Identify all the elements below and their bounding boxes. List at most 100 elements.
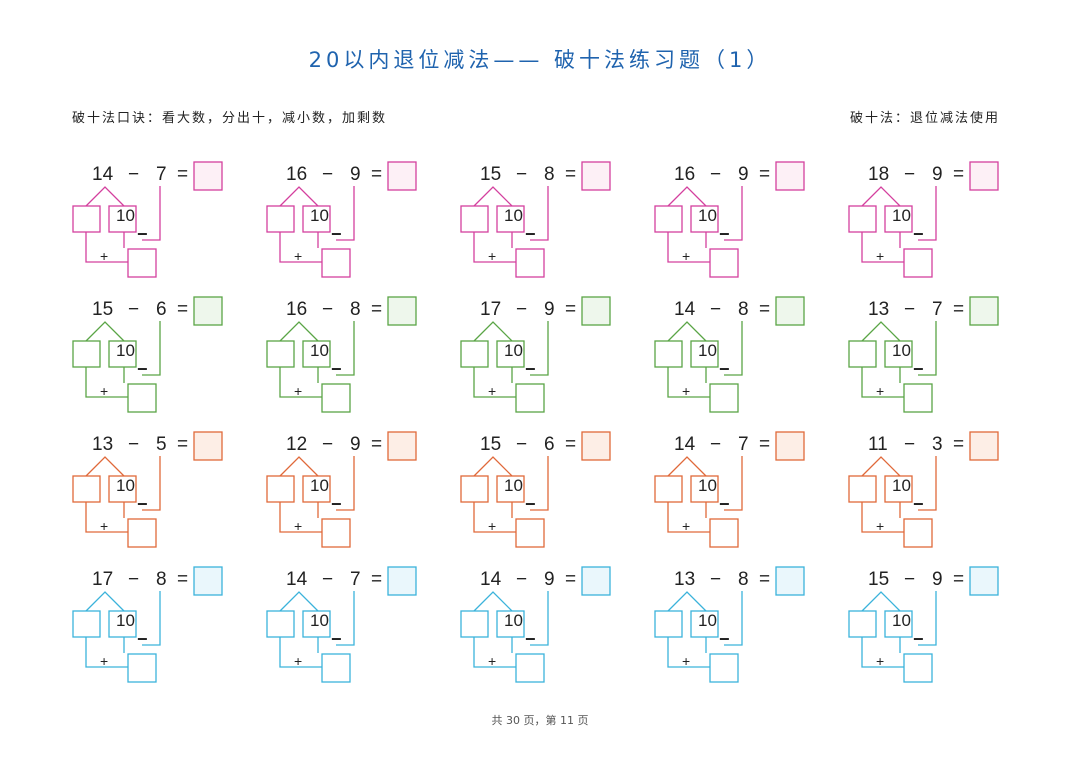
subtract-line xyxy=(530,321,549,376)
subtract-mark: − xyxy=(913,494,924,514)
intermediate-answer-box[interactable] xyxy=(709,383,739,413)
subtract-line xyxy=(142,321,161,376)
answer-box[interactable] xyxy=(387,431,417,461)
subtract-mark: − xyxy=(525,359,536,379)
ones-answer-box[interactable] xyxy=(72,475,101,503)
answer-box[interactable] xyxy=(387,566,417,596)
intermediate-answer-box[interactable] xyxy=(127,653,157,683)
subtract-mark: − xyxy=(719,629,730,649)
answer-box[interactable] xyxy=(775,161,805,191)
problem: 14−7=10+− xyxy=(266,565,426,690)
decomposition-diagram xyxy=(848,566,999,683)
ones-answer-box[interactable] xyxy=(654,610,683,638)
ones-answer-box[interactable] xyxy=(848,205,877,233)
intermediate-answer-box[interactable] xyxy=(127,518,157,548)
subtrahend: 5 xyxy=(156,434,167,455)
answer-box[interactable] xyxy=(387,296,417,326)
add-line xyxy=(667,367,710,398)
ones-answer-box[interactable] xyxy=(460,475,489,503)
intermediate-answer-box[interactable] xyxy=(515,248,545,278)
ones-answer-box[interactable] xyxy=(266,205,295,233)
intermediate-answer-box[interactable] xyxy=(903,653,933,683)
intermediate-answer-box[interactable] xyxy=(903,518,933,548)
ones-answer-box[interactable] xyxy=(460,205,489,233)
minuend: 15 xyxy=(92,299,114,320)
problem: 13−7=10+− xyxy=(848,295,1008,420)
subtract-line xyxy=(530,456,549,511)
ones-answer-box[interactable] xyxy=(848,340,877,368)
add-line xyxy=(861,637,904,668)
intermediate-answer-box[interactable] xyxy=(515,653,545,683)
intermediate-answer-box[interactable] xyxy=(515,383,545,413)
answer-box[interactable] xyxy=(775,296,805,326)
subtract-mark: − xyxy=(137,494,148,514)
ones-answer-box[interactable] xyxy=(654,340,683,368)
intermediate-answer-box[interactable] xyxy=(515,518,545,548)
ones-answer-box[interactable] xyxy=(72,205,101,233)
intermediate-answer-box[interactable] xyxy=(321,248,351,278)
ten-label: 10 xyxy=(892,341,911,360)
answer-box[interactable] xyxy=(193,566,223,596)
intermediate-answer-box[interactable] xyxy=(709,248,739,278)
answer-box[interactable] xyxy=(969,161,999,191)
intermediate-answer-box[interactable] xyxy=(709,518,739,548)
subtract-line xyxy=(336,591,355,646)
equals-sign: = xyxy=(371,434,383,455)
intermediate-answer-box[interactable] xyxy=(127,248,157,278)
answer-box[interactable] xyxy=(581,431,611,461)
ones-answer-box[interactable] xyxy=(654,205,683,233)
ones-answer-box[interactable] xyxy=(72,340,101,368)
decomposition-diagram xyxy=(460,431,611,548)
answer-box[interactable] xyxy=(193,431,223,461)
minus-sign: − xyxy=(904,299,916,320)
answer-box[interactable] xyxy=(387,161,417,191)
ones-answer-box[interactable] xyxy=(848,610,877,638)
intermediate-answer-box[interactable] xyxy=(321,518,351,548)
subtrahend: 9 xyxy=(350,164,361,185)
minus-sign: − xyxy=(516,434,528,455)
answer-box[interactable] xyxy=(969,296,999,326)
answer-box[interactable] xyxy=(581,161,611,191)
ten-label: 10 xyxy=(698,476,717,495)
subtract-mark: − xyxy=(719,359,730,379)
ones-answer-box[interactable] xyxy=(72,610,101,638)
ten-box xyxy=(108,475,137,503)
answer-box[interactable] xyxy=(193,296,223,326)
ones-answer-box[interactable] xyxy=(266,340,295,368)
intermediate-answer-box[interactable] xyxy=(903,248,933,278)
equals-sign: = xyxy=(953,299,965,320)
split-branch xyxy=(85,321,125,342)
answer-box[interactable] xyxy=(775,566,805,596)
answer-box[interactable] xyxy=(775,431,805,461)
intermediate-answer-box[interactable] xyxy=(903,383,933,413)
intermediate-answer-box[interactable] xyxy=(321,653,351,683)
plus-sign: + xyxy=(488,653,497,669)
answer-box[interactable] xyxy=(969,431,999,461)
ones-answer-box[interactable] xyxy=(848,475,877,503)
equals-sign: = xyxy=(565,164,577,185)
minus-sign: − xyxy=(710,569,722,590)
add-line xyxy=(861,232,904,263)
answer-box[interactable] xyxy=(193,161,223,191)
minuend: 17 xyxy=(92,569,114,590)
ten-label: 10 xyxy=(892,611,911,630)
answer-box[interactable] xyxy=(581,296,611,326)
subtract-line xyxy=(142,591,161,646)
split-branch xyxy=(279,591,319,612)
answer-box[interactable] xyxy=(969,566,999,596)
equals-sign: = xyxy=(371,299,383,320)
ones-answer-box[interactable] xyxy=(460,340,489,368)
problem: 13−8=10+− xyxy=(654,565,814,690)
ones-answer-box[interactable] xyxy=(460,610,489,638)
ten-label: 10 xyxy=(116,341,135,360)
intermediate-answer-box[interactable] xyxy=(709,653,739,683)
ones-answer-box[interactable] xyxy=(266,610,295,638)
ten-label: 10 xyxy=(116,206,135,225)
intermediate-answer-box[interactable] xyxy=(127,383,157,413)
intermediate-answer-box[interactable] xyxy=(321,383,351,413)
decomposition-diagram xyxy=(72,566,223,683)
ones-answer-box[interactable] xyxy=(654,475,683,503)
plus-sign: + xyxy=(682,653,691,669)
answer-box[interactable] xyxy=(581,566,611,596)
ones-answer-box[interactable] xyxy=(266,475,295,503)
